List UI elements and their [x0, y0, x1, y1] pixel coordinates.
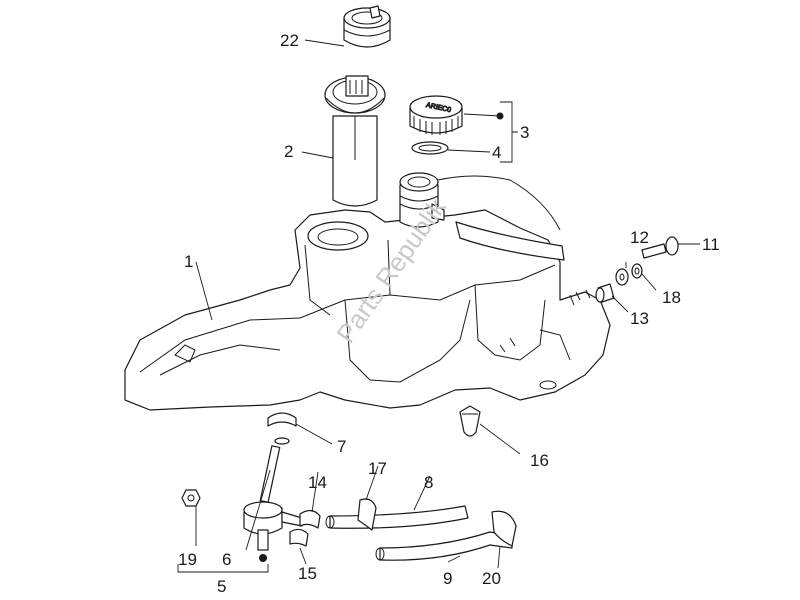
fuel-tap-o-ring [274, 437, 290, 445]
callout-9: 9 [443, 569, 452, 588]
fuel-hose-9 [375, 531, 513, 561]
drain-plug [181, 489, 201, 507]
callout-14: 14 [308, 473, 327, 492]
fuel-tap [243, 445, 303, 562]
callout-4: 4 [492, 143, 501, 162]
fuel-tap-clip [267, 412, 297, 427]
callout-1: 1 [184, 252, 193, 271]
leader-lines [177, 39, 700, 573]
callout-19: 19 [178, 550, 197, 569]
callout-12: 12 [630, 228, 649, 247]
hose-clamp-15 [289, 528, 309, 547]
callout-11: 11 [702, 235, 720, 254]
hose-clamp-16 [459, 405, 481, 437]
fuel-hose-8 [325, 505, 469, 529]
callout-15: 15 [298, 564, 317, 583]
fuel-level-sender [324, 75, 386, 207]
spacer-13 [595, 283, 615, 303]
washer-18 [631, 263, 643, 279]
fuel-tank [124, 172, 611, 411]
callout-6: 6 [222, 550, 231, 569]
callout-22: 22 [280, 31, 299, 50]
washer-12 [615, 268, 629, 286]
fuel-cap: ARIEC0 [409, 95, 463, 135]
callout-numbers: 22 2 3 4 1 12 11 18 13 7 16 14 17 8 19 6… [178, 31, 720, 596]
callout-13: 13 [630, 309, 649, 328]
callout-3: 3 [520, 123, 529, 142]
hose-clamp-17 [357, 498, 377, 531]
gauge-cover [343, 5, 391, 48]
callout-18: 18 [662, 288, 681, 307]
callout-20: 20 [482, 569, 501, 588]
callout-5: 5 [217, 577, 226, 596]
screw-11 [641, 236, 679, 259]
callout-7: 7 [337, 437, 346, 456]
callout-17: 17 [368, 459, 387, 478]
callout-8: 8 [424, 473, 433, 492]
callout-2: 2 [284, 142, 293, 161]
cap-gasket [411, 141, 449, 155]
hose-clamp-14 [299, 509, 321, 529]
callout-16: 16 [530, 451, 549, 470]
hose-clamp-20 [491, 510, 517, 547]
